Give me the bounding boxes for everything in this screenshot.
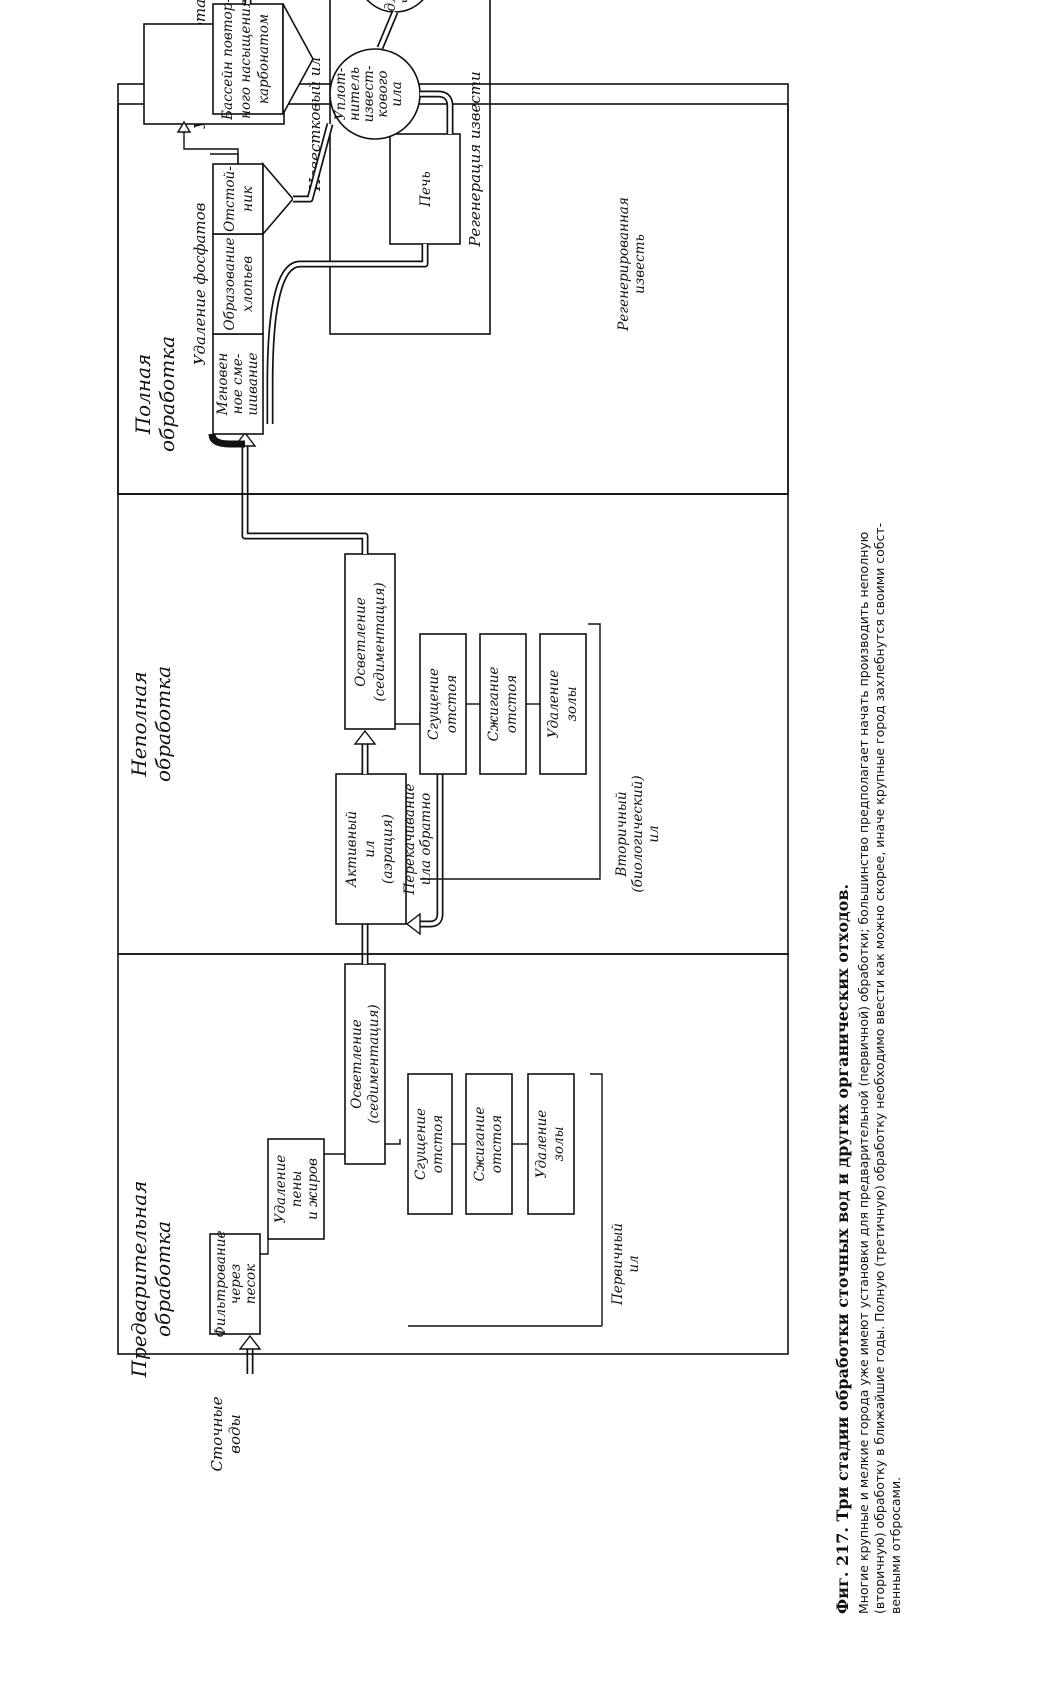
primary-thicken-label-2: отстоя [430, 1115, 446, 1173]
wash-tank-label-2: для отму- [383, 0, 399, 11]
settler-label-1: Отстой- [222, 166, 238, 232]
return-sludge-label-2: ила обратно [418, 793, 434, 886]
activated-sludge-label-2: ил [362, 840, 378, 857]
thickener-to-kiln-pipe [420, 90, 454, 134]
return-sludge-label-1: Перекачивание [402, 783, 418, 895]
primary-ash-label-2: золы [551, 1126, 567, 1161]
instant-mix-label-1: Мгновен [215, 353, 231, 416]
skimming-label-3: и жиров [305, 1158, 321, 1220]
arrow-head-icon [238, 1334, 262, 1350]
caption-title: Фиг. 217. Три стадии обработки сточных в… [833, 884, 852, 1614]
primary-clarifier-label-1: Осветление [349, 1019, 365, 1108]
settler-to-tank-line [183, 124, 239, 164]
skimming-box [267, 1138, 325, 1240]
wash-tank-label-3: чивания [398, 0, 414, 4]
sand-filter-label-1: Фильтрование [213, 1231, 229, 1338]
wash-to-thickener-pipe-inner [378, 11, 397, 49]
stage-title-partial-1: Неполная [127, 671, 151, 777]
stage-partial: Неполная обработка Активный ил (аэрация)… [117, 431, 789, 955]
secondary-thicken-label-1: Сгущение [426, 668, 442, 740]
sand-filter-label-3: песок [243, 1263, 259, 1304]
skimming-label-1: Удаление [273, 1155, 289, 1224]
primary-burn-label-1: Сжигание [472, 1107, 488, 1182]
secondary-clarifier-label-1: Осветление [353, 597, 369, 686]
primary-clarifier-label-2: (седиментация) [366, 1004, 382, 1123]
primary-ash-label-1: Удаление [534, 1110, 550, 1179]
recarbonation-hopper [282, 3, 314, 115]
stage-title-complete-2: обработка [155, 336, 179, 452]
primary-sludge-label-1: Первичный [610, 1223, 626, 1306]
input-wastewater: Сточные воды [208, 1334, 262, 1472]
secondary-ash-label-1: Удаление [546, 670, 562, 739]
secondary-clarifier-box [344, 553, 396, 730]
lime-regen-label: Регенерация извести [466, 71, 484, 247]
secondary-ash-box [539, 633, 587, 775]
activated-sludge-label-3: (аэрация) [380, 814, 396, 884]
secondary-sludge-label-3: ил [646, 825, 662, 842]
recarbonation-label-1: Бассейн повтор- [220, 0, 236, 121]
recarbonation-label-3: карбонатом [256, 14, 272, 104]
regen-lime-label-2: известь [632, 234, 648, 294]
instant-mix-label-3: шивание [245, 353, 261, 416]
lime-thickener-label-4: кового [375, 70, 391, 117]
arrow-head-icon [353, 729, 377, 745]
lime-thickener-label-3: извест- [361, 65, 377, 122]
secondary-thicken-label-2: отстоя [444, 675, 460, 733]
lime-thickener-label-1: Уплот- [333, 67, 349, 120]
skimming-label-2: пены [289, 1171, 305, 1208]
activated-sludge-box [335, 773, 407, 925]
primary-sludge-brace [408, 1073, 603, 1327]
settler-label-2: ник [240, 185, 256, 212]
sand-filter-box [209, 1233, 261, 1335]
caption-line-1: Многие крупные и мелкие города уже имеют… [856, 532, 871, 1614]
stage-frame-complete [117, 83, 789, 495]
input-label-1: Сточные [208, 1396, 226, 1471]
stage-title-preliminary-1: Предварительная [127, 1181, 151, 1379]
lime-thickener-label-5: ила [389, 81, 405, 106]
primary-thicken-label-1: Сгущение [413, 1108, 429, 1180]
phosphate-removal-title: Удаление фосфатов [191, 202, 209, 365]
stage-title-complete-1: Полная [131, 354, 155, 436]
caption-line-2: (вторичную) обработку в ближайшие годы. … [872, 523, 887, 1614]
caption: Фиг. 217. Три стадии обработки сточных в… [833, 523, 903, 1614]
settler-hopper [262, 161, 295, 237]
lime-regen-frame [329, 0, 491, 335]
primary-sludge-label-2: ил [626, 1255, 642, 1272]
lime-thickener-label-2: нитель [347, 67, 363, 121]
complete-stage-detail: Удаление азотаТанк отгонки аммиакаБассей… [117, 0, 789, 495]
caption-line-3: венными отбросами. [888, 1477, 903, 1614]
primary-ash-box [527, 1073, 575, 1215]
secondary-sludge-label-1: Вторичный [614, 791, 630, 877]
secondary-burn-label-2: отстоя [504, 675, 520, 733]
secondary-ash-label-2: золы [564, 686, 580, 721]
regen-lime-return-pipe-inner [268, 244, 427, 424]
primary-burn-label-2: отстоя [489, 1115, 505, 1173]
activated-sludge-label-1: Активный [344, 811, 360, 888]
flocculation-label-1: Образование [222, 238, 238, 331]
lime-sludge-pipe-inner [293, 123, 332, 201]
secondary-sludge-label-2: (биологический) [630, 775, 646, 892]
flocculation-label-2: хлопьев [240, 256, 256, 312]
instant-mix-label-2: ное сме- [230, 353, 246, 414]
kiln-label: Печь [418, 171, 434, 208]
secondary-burn-label-1: Сжигание [486, 667, 502, 742]
thickener-to-kiln-pipe-inner [420, 92, 452, 134]
regen-lime-label-1: Регенерированная [616, 197, 632, 332]
arrow-head-icon [176, 120, 192, 133]
stage-preliminary: Предварительная обработка Фильтрование ч… [117, 924, 789, 1379]
secondary-clarifier-label-2: (седиментация) [372, 582, 388, 701]
stage-title-preliminary-2: обработка [151, 1221, 175, 1337]
recarbonation-label-2: ного насыщения [238, 0, 254, 119]
secondary-sludge-brace [420, 623, 601, 880]
input-label-2: воды [226, 1414, 244, 1454]
sand-filter-label-2: через [228, 1264, 244, 1304]
return-arrow-icon [405, 912, 421, 936]
stage-title-partial-2: обработка [151, 666, 175, 782]
